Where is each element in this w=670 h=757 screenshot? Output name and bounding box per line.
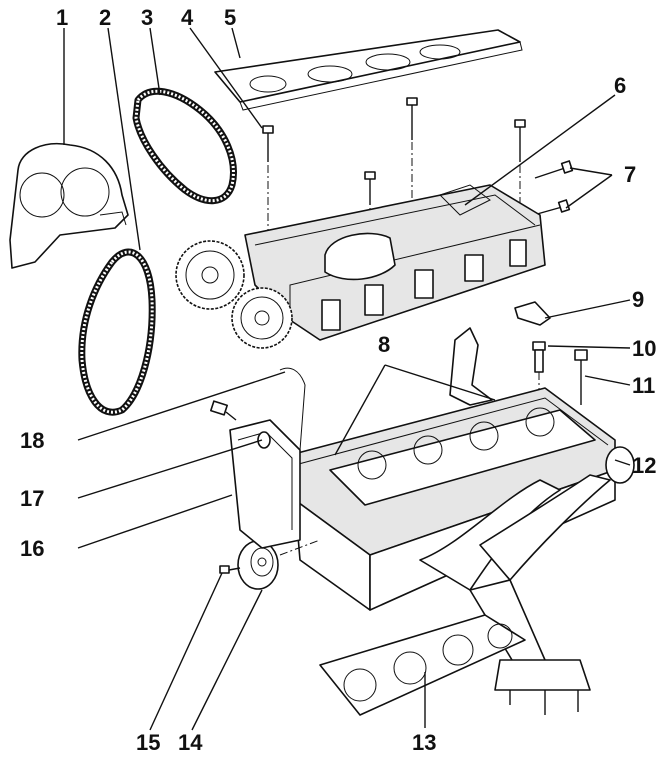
callout-8: 8 bbox=[378, 332, 390, 357]
leader-lines bbox=[63, 27, 631, 731]
callout-12: 12 bbox=[632, 453, 656, 478]
callout-14: 14 bbox=[178, 730, 203, 755]
callout-18: 18 bbox=[20, 428, 44, 453]
bracket-part bbox=[514, 301, 551, 326]
lifting-eye-part bbox=[449, 327, 493, 406]
callout-17: 17 bbox=[20, 486, 44, 511]
head-gasket-part bbox=[319, 614, 526, 716]
callout-16: 16 bbox=[20, 536, 44, 561]
gasket-strip-part bbox=[279, 367, 306, 451]
callout-1: 1 bbox=[56, 5, 68, 30]
camshaft-housing-part bbox=[244, 184, 546, 341]
long-bolt-part bbox=[574, 349, 588, 405]
callout-2: 2 bbox=[99, 5, 111, 30]
bolt-18-part bbox=[209, 400, 237, 421]
camshaft-sprockets bbox=[175, 240, 293, 349]
callout-11: 11 bbox=[632, 373, 655, 398]
callout-15: 15 bbox=[136, 730, 160, 755]
rear-cover-part bbox=[229, 419, 301, 549]
callout-7: 7 bbox=[624, 162, 636, 187]
callout-10: 10 bbox=[632, 336, 656, 361]
callout-4: 4 bbox=[181, 5, 194, 30]
long-timing-belt-part bbox=[78, 248, 156, 416]
small-screw-part bbox=[219, 565, 241, 574]
short-timing-belt-part bbox=[132, 87, 237, 205]
timing-belt-cover-part bbox=[9, 143, 129, 269]
callout-13: 13 bbox=[412, 730, 436, 755]
callout-labels: 1 2 3 4 5 6 7 8 9 10 11 12 13 14 15 16 1… bbox=[20, 5, 656, 755]
cover-plate-part bbox=[214, 29, 523, 111]
callout-6: 6 bbox=[614, 73, 626, 98]
stud-part bbox=[257, 431, 271, 449]
callout-9: 9 bbox=[632, 287, 644, 312]
plug-part bbox=[532, 341, 546, 405]
exhaust-manifold-part bbox=[419, 446, 635, 715]
callout-3: 3 bbox=[141, 5, 153, 30]
callout-5: 5 bbox=[224, 5, 236, 30]
